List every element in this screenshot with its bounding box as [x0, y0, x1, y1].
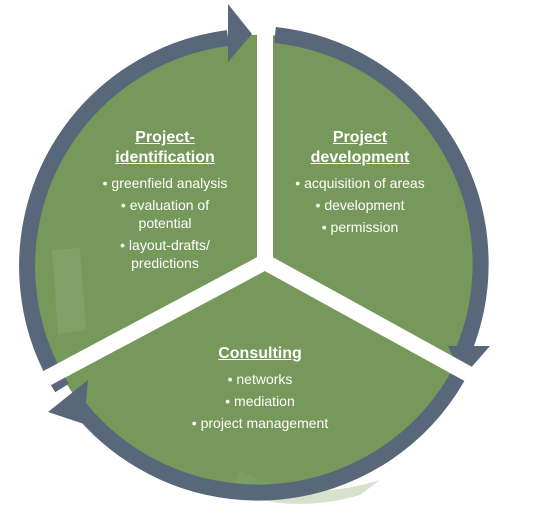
- arrowhead-bottom-left: [48, 380, 88, 424]
- separator-right: [261, 254, 476, 384]
- arrowhead-top: [228, 4, 252, 62]
- ring-arc-bottom: [65, 372, 465, 501]
- segment-title: Project- identification: [115, 129, 215, 166]
- ring-arc-left: [19, 30, 230, 393]
- bullet-item: acquisition of areas: [270, 174, 450, 192]
- bullet-list: networks mediation project management: [160, 370, 360, 432]
- bullet-item: project management: [160, 414, 360, 432]
- bullet-item: greenfield analysis: [70, 174, 260, 192]
- segment-label-project-identification: Project- identification greenfield analy…: [70, 128, 260, 276]
- separator-left: [32, 254, 269, 392]
- bullet-item: permission: [270, 218, 450, 236]
- bullet-item: layout-drafts/predictions: [70, 236, 260, 272]
- bullet-list: acquisition of areas development permiss…: [270, 174, 450, 236]
- segment-title: Project development: [310, 129, 410, 166]
- bullet-item: mediation: [160, 392, 360, 410]
- segment-label-consulting: Consulting networks mediation project ma…: [160, 344, 360, 436]
- ring-arc-top-right: [274, 27, 489, 356]
- bullet-item: networks: [160, 370, 360, 388]
- segment-title: Consulting: [218, 345, 302, 362]
- bullet-list: greenfield analysis evaluation ofpotenti…: [70, 174, 260, 272]
- segment-label-project-development: Project development acquisition of areas…: [270, 128, 450, 240]
- bullet-item: development: [270, 196, 450, 214]
